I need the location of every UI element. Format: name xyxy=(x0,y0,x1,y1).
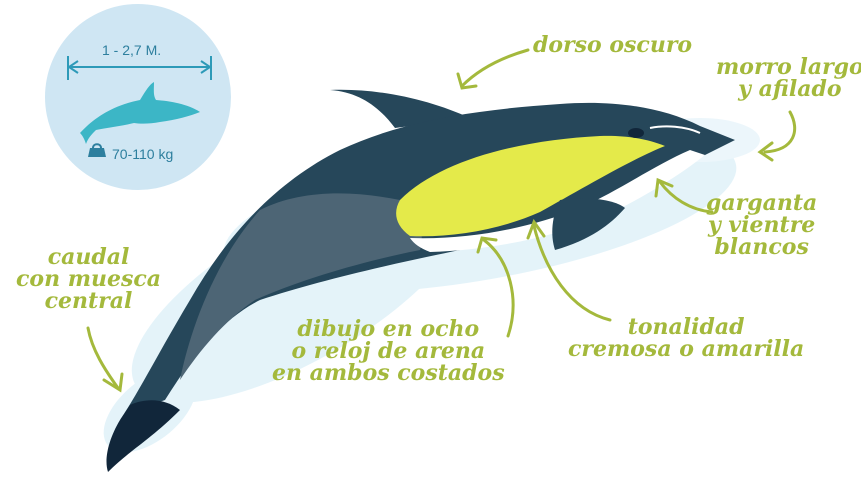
dolphin-body xyxy=(106,89,735,472)
weight-icon xyxy=(88,143,106,157)
label-color: tonalidad cremosa o amarilla xyxy=(568,316,804,360)
label-tail-line-2: con muesca xyxy=(16,266,162,292)
eye xyxy=(628,128,644,138)
label-pattern-line-1: dibujo en ocho xyxy=(297,316,480,342)
length-arrow-icon xyxy=(67,56,212,80)
yellow-patch xyxy=(396,135,665,237)
weight-value: 70-110 kg xyxy=(112,146,174,162)
leader-lines xyxy=(86,48,797,393)
leader-snout-head xyxy=(757,141,774,162)
label-color-line-2: cremosa o amarilla xyxy=(568,336,805,362)
eye-line xyxy=(649,125,701,134)
leader-dorsal-head xyxy=(456,72,478,90)
flank-grey xyxy=(180,193,422,380)
leader-throat-head xyxy=(654,177,674,198)
label-snout: morro largo y afilado xyxy=(716,56,861,100)
label-color-line-1: tonalidad xyxy=(627,314,745,340)
leader-throat xyxy=(658,180,714,214)
leader-color-head xyxy=(526,218,546,240)
label-snout-line-2: y afilado xyxy=(738,76,842,102)
dolphin-silhouette-icon xyxy=(80,82,200,144)
leader-pattern xyxy=(482,238,515,338)
leader-snout xyxy=(763,110,797,154)
info-circle xyxy=(45,4,231,190)
label-tail: caudal con muesca central xyxy=(16,246,161,312)
leader-tail-head xyxy=(102,372,124,393)
label-throat-line-2: y vientre xyxy=(707,212,816,238)
label-tail-line-1: caudal xyxy=(47,244,130,270)
label-tail-line-3: central xyxy=(44,288,133,314)
length-value: 1 - 2,7 M. xyxy=(102,42,162,58)
leader-tail xyxy=(86,326,120,390)
label-pattern: dibujo en ocho o reloj de arena en ambos… xyxy=(272,318,505,384)
label-snout-line-1: morro largo xyxy=(716,54,861,80)
label-pattern-line-2: o reloj de arena xyxy=(291,338,486,364)
leader-color xyxy=(532,224,612,322)
leader-pattern-head xyxy=(476,236,498,254)
tail-fluke xyxy=(106,400,180,472)
label-pattern-line-3: en ambos costados xyxy=(272,360,505,386)
label-throat-line-3: blancos xyxy=(714,234,809,260)
dorsal-fin xyxy=(330,89,470,128)
label-dorsal: dorso oscuro xyxy=(533,32,693,58)
label-throat: garganta y vientre blancos xyxy=(706,192,817,258)
pectoral-fin xyxy=(552,198,625,250)
leader-dorsal xyxy=(460,48,530,88)
label-throat-line-1: garganta xyxy=(706,190,818,216)
